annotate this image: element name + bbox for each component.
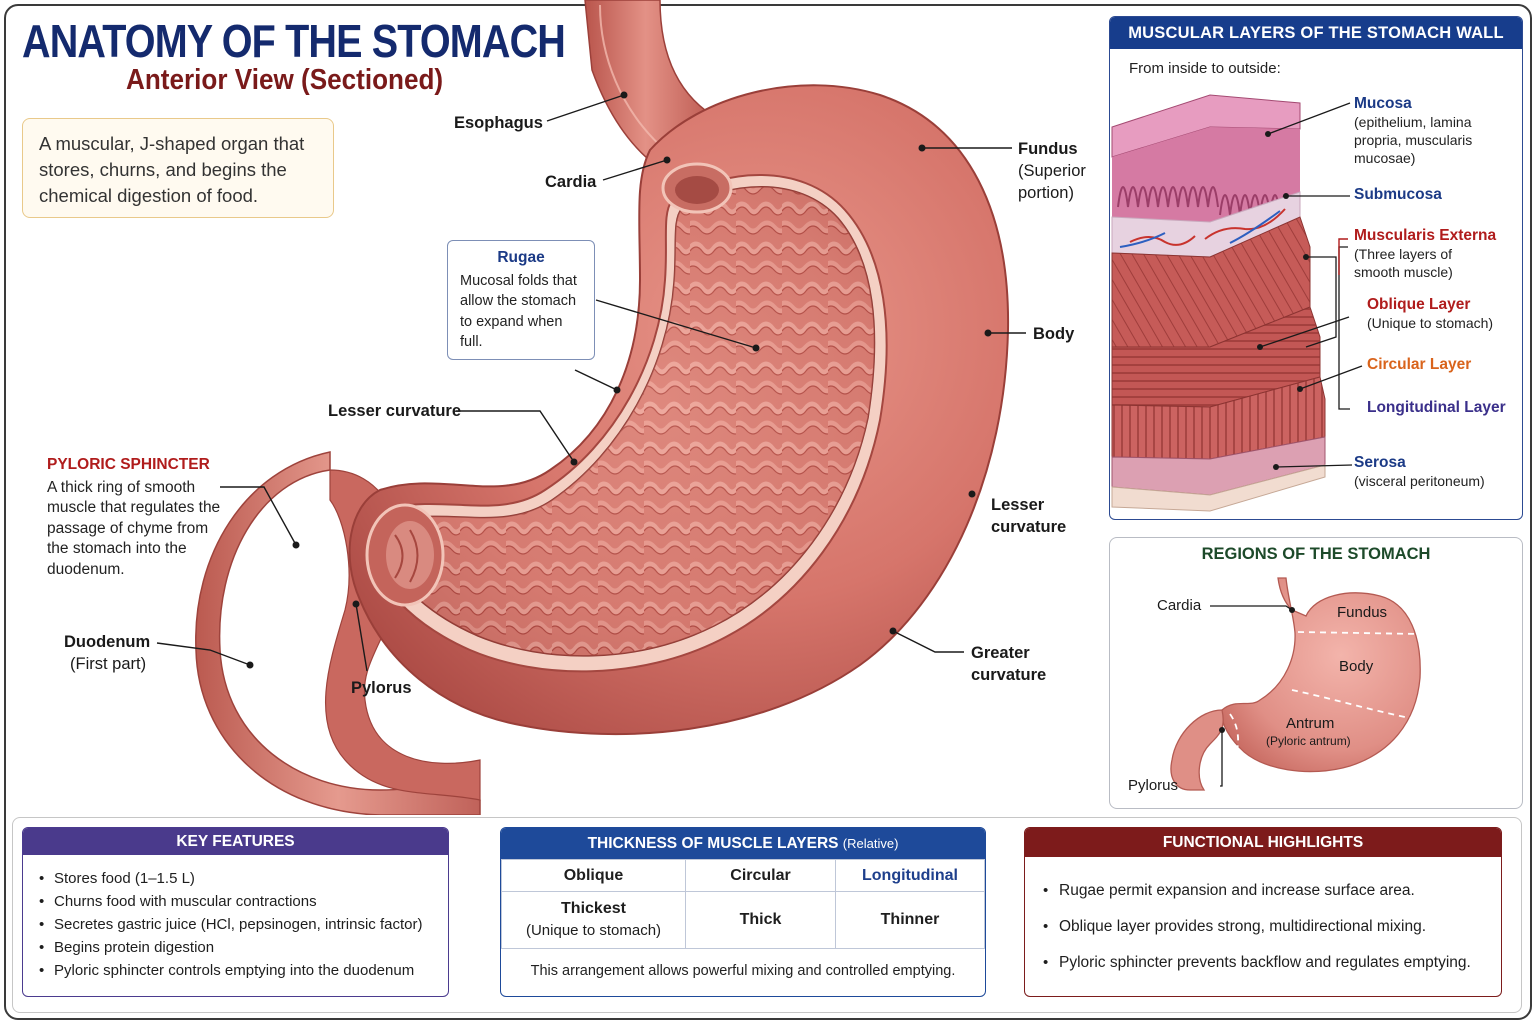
label-pylorus: Pylorus — [351, 679, 412, 697]
label-lesser-curvature-left: Lesser curvature — [328, 402, 461, 420]
layer-mucosa: Mucosa (epithelium, lamina propria, musc… — [1354, 95, 1494, 167]
pyloric-sphincter-callout: PYLORIC SPHINCTER A thick ring of smooth… — [47, 455, 227, 580]
layer-circular-title: Circular Layer — [1367, 356, 1472, 373]
thickness-table: Oblique Circular Longitudinal Thickest (… — [501, 859, 985, 949]
page-subtitle: Anterior View (Sectioned) — [126, 64, 444, 96]
stomach-illustration — [156, 0, 1026, 815]
layer-mucosa-title: Mucosa — [1354, 95, 1412, 112]
region-label-pylorus: Pylorus — [1128, 777, 1179, 794]
table-header-cell: Circular — [685, 859, 836, 892]
muscular-layers-intro: From inside to outside: — [1129, 60, 1281, 77]
layer-muscularis-title: Muscularis Externa — [1354, 227, 1497, 244]
list-item: Pyloric sphincter controls emptying into… — [37, 959, 448, 982]
region-label-fundus: Fundus — [1337, 604, 1388, 621]
list-item: Churns food with muscular contractions — [37, 890, 448, 913]
layer-circular: Circular Layer — [1367, 356, 1471, 374]
page-title: ANATOMY OF THE STOMACH — [22, 15, 566, 67]
pyloric-sphincter-title: PYLORIC SPHINCTER — [47, 456, 210, 473]
thickness-heading-note: (Relative) — [842, 836, 899, 851]
list-item: Rugae permit expansion and increase surf… — [1041, 873, 1501, 909]
thickness-heading: THICKNESS OF MUSCLE LAYERS (Relative) — [501, 828, 985, 859]
list-item: Pyloric sphincter prevents backflow and … — [1041, 945, 1501, 981]
table-cell-value: Thickest — [561, 900, 626, 917]
layer-oblique-title: Oblique Layer — [1367, 296, 1471, 313]
list-item: Oblique layer provides strong, multidire… — [1041, 909, 1501, 945]
thickness-card: THICKNESS OF MUSCLE LAYERS (Relative) Ob… — [500, 827, 986, 997]
label-fundus-sub: (Superior portion) — [1018, 162, 1086, 202]
key-features-list: Stores food (1–1.5 L) Churns food with m… — [23, 855, 448, 982]
muscular-layers-panel: MUSCULAR LAYERS OF THE STOMACH WALL From… — [1109, 16, 1523, 520]
label-fundus-title: Fundus — [1018, 140, 1078, 158]
region-label-body: Body — [1339, 658, 1374, 675]
region-label-antrum: Antrum — [1286, 715, 1335, 732]
table-row: Thickest (Unique to stomach) Thick Thinn… — [501, 891, 985, 949]
layer-serosa: Serosa (visceral peritoneum) — [1354, 454, 1485, 490]
region-label-cardia: Cardia — [1157, 597, 1202, 614]
regions-heading: REGIONS OF THE STOMACH — [1201, 545, 1431, 563]
table-header-cell: Oblique — [501, 859, 686, 892]
table-cell: Thick — [685, 891, 836, 949]
layer-submucosa: Submucosa — [1354, 186, 1442, 204]
regions-panel: REGIONS OF THE STOMACH Cardia Fundus Bod… — [1109, 537, 1523, 809]
label-body: Body — [1033, 325, 1075, 343]
label-cardia: Cardia — [545, 173, 597, 191]
rugae-text: Mucosal folds that allow the stomach to … — [460, 272, 577, 351]
muscular-layers-heading: MUSCULAR LAYERS OF THE STOMACH WALL — [1110, 17, 1522, 49]
pyloric-sphincter-text: A thick ring of smooth muscle that regul… — [47, 478, 221, 578]
list-item: Stores food (1–1.5 L) — [37, 867, 448, 890]
layer-muscularis-sub: (Three layers of smooth muscle) — [1354, 246, 1453, 280]
functional-heading: FUNCTIONAL HIGHLIGHTS — [1025, 828, 1501, 857]
layer-longitudinal-title: Longitudinal Layer — [1367, 399, 1506, 416]
table-cell: Thinner — [835, 891, 985, 949]
table-cell: Thickest (Unique to stomach) — [501, 891, 686, 949]
label-fundus: Fundus (Superior portion) — [1018, 138, 1098, 204]
rugae-title: Rugae — [497, 249, 545, 266]
intro-box: A muscular, J-shaped organ that stores, … — [22, 118, 334, 218]
region-label-antrum-sub: (Pyloric antrum) — [1266, 734, 1351, 748]
table-header-row: Oblique Circular Longitudinal — [501, 859, 985, 892]
functional-highlights-card: FUNCTIONAL HIGHLIGHTS Rugae permit expan… — [1024, 827, 1502, 997]
key-features-card: KEY FEATURES Stores food (1–1.5 L) Churn… — [22, 827, 449, 997]
layer-muscularis: Muscularis Externa (Three layers of smoo… — [1354, 227, 1496, 281]
label-lesser-curvature-right: Lesser curvature — [991, 496, 1067, 536]
label-duodenum-title: Duodenum — [64, 633, 151, 651]
layer-submucosa-title: Submucosa — [1354, 186, 1442, 203]
layer-serosa-sub: (visceral peritoneum) — [1354, 473, 1485, 489]
label-duodenum-sub: (First part) — [70, 655, 147, 673]
layer-longitudinal: Longitudinal Layer — [1367, 399, 1506, 417]
layer-oblique-sub: (Unique to stomach) — [1367, 315, 1494, 331]
layer-mucosa-sub: (epithelium, lamina propria, muscularis … — [1354, 114, 1473, 166]
regions-illustration — [1170, 577, 1421, 791]
wall-layers-illustration — [1111, 94, 1363, 512]
layer-serosa-title: Serosa — [1354, 454, 1406, 471]
list-item: Secretes gastric juice (HCl, pepsinogen,… — [37, 913, 448, 936]
thickness-note: This arrangement allows powerful mixing … — [530, 963, 956, 979]
rugae-callout: Rugae Mucosal folds that allow the stoma… — [447, 240, 595, 360]
list-item: Begins protein digestion — [37, 936, 448, 959]
key-features-heading: KEY FEATURES — [23, 828, 448, 855]
thickness-heading-text: THICKNESS OF MUSCLE LAYERS — [587, 835, 839, 852]
table-header-cell: Longitudinal — [835, 859, 985, 892]
label-duodenum: Duodenum (First part) — [64, 631, 150, 675]
layer-oblique: Oblique Layer (Unique to stomach) — [1367, 296, 1493, 332]
label-esophagus: Esophagus — [454, 114, 543, 132]
table-cell-note: (Unique to stomach) — [525, 922, 662, 939]
label-greater-curvature: Greater curvature — [971, 644, 1047, 684]
functional-list: Rugae permit expansion and increase surf… — [1025, 857, 1501, 981]
